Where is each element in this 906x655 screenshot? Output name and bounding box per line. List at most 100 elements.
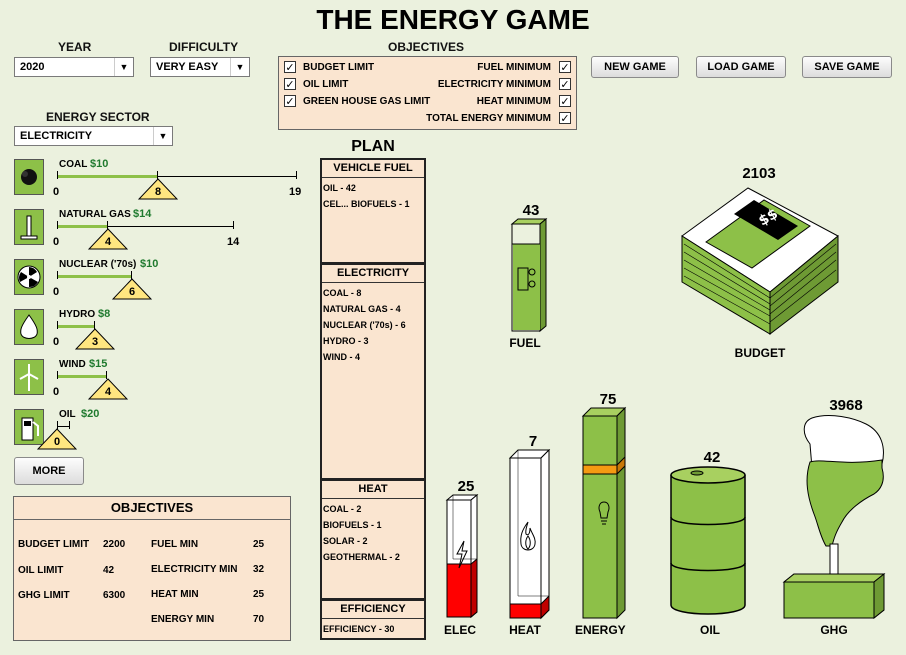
water-drop-icon [14, 309, 44, 345]
plan-item: SOLAR - 2 [323, 536, 368, 546]
electricity-min-value: 32 [253, 564, 265, 575]
oil-limit-checkbox[interactable]: ✓ [284, 78, 296, 91]
source-name: WIND [59, 359, 86, 370]
total-energy-minimum-label: TOTAL ENERGY MINIMUM [426, 113, 551, 124]
oil-barrel [670, 466, 746, 615]
heat-label: HEAT [509, 623, 541, 637]
ghg-limit-label: GREEN HOUSE GAS LIMIT [303, 96, 431, 107]
slider-tick [57, 171, 58, 179]
energy-min-value: 70 [253, 614, 265, 625]
slider-track[interactable] [57, 176, 297, 177]
source-name: NUCLEAR ('70s) [59, 259, 137, 270]
chevron-down-icon[interactable]: ▼ [114, 58, 133, 76]
budget-value: 2103 [742, 165, 776, 182]
heat-min-value: 25 [253, 589, 265, 600]
fuel-value: 43 [522, 202, 540, 219]
budget-limit-label: BUDGET LIMIT [303, 62, 375, 73]
slider-min: 0 [53, 186, 60, 198]
plan-section-electricity: ELECTRICITY COAL - 8 NATURAL GAS - 4 NUC… [320, 263, 426, 480]
source-price: $20 [81, 408, 100, 420]
fuel-pump-icon [517, 267, 536, 291]
plan-item: COAL - 2 [323, 504, 362, 514]
plan-item: COAL - 8 [323, 288, 362, 298]
plan-section-header: EFFICIENCY [322, 601, 424, 619]
slider-value: 3 [91, 336, 99, 348]
ghg-cloud [782, 415, 886, 620]
source-name: COAL [59, 159, 88, 170]
elec-meter [445, 494, 479, 619]
fuel-minimum-checkbox[interactable]: ✓ [559, 61, 571, 74]
slider-min: 0 [53, 386, 60, 398]
slider-track[interactable] [57, 226, 234, 227]
plan-item: OIL - 42 [323, 183, 356, 193]
plan-item: HYDRO - 3 [323, 336, 369, 346]
source-price: $14 [133, 208, 152, 220]
slider-fill [57, 275, 132, 278]
slider-track[interactable] [57, 426, 70, 427]
electricity-minimum-label: ELECTRICITY MINIMUM [437, 79, 551, 90]
ghg-limit-checkbox[interactable]: ✓ [284, 95, 296, 108]
slider-tick [233, 221, 234, 229]
plan-title: PLAN [351, 138, 395, 155]
new-game-button[interactable]: NEW GAME [591, 56, 679, 78]
budget-limit-value: 2200 [103, 539, 126, 550]
energy-min-label: ENERGY MIN [151, 614, 215, 625]
budget-label: BUDGET [734, 346, 786, 360]
energy-meter [581, 406, 627, 620]
oil-value: 42 [703, 449, 721, 466]
budget-limit-checkbox[interactable]: ✓ [284, 61, 296, 74]
chevron-down-icon[interactable]: ▼ [153, 127, 172, 145]
slider-handle[interactable] [138, 178, 178, 200]
total-energy-minimum-checkbox[interactable]: ✓ [559, 112, 571, 125]
difficulty-select[interactable]: VERY EASY ▼ [150, 57, 250, 77]
light-bulb-icon [598, 501, 610, 525]
slider-tick [69, 421, 70, 429]
more-button[interactable]: MORE [14, 457, 84, 485]
coal-icon [14, 159, 44, 195]
energy-label: ENERGY [575, 623, 626, 637]
fuel-min-value: 25 [253, 539, 265, 550]
plan-section-header: ELECTRICITY [322, 265, 424, 283]
slider-max: 14 [227, 236, 240, 248]
slider-handle[interactable] [75, 328, 115, 350]
load-game-button[interactable]: LOAD GAME [696, 56, 786, 78]
slider-tick [57, 421, 58, 429]
plan-section-header: VEHICLE FUEL [322, 160, 424, 178]
source-price: $10 [90, 158, 109, 170]
slider-fill [57, 375, 107, 378]
electricity-minimum-checkbox[interactable]: ✓ [559, 78, 571, 91]
slider-min: 0 [53, 336, 60, 348]
slider-handle[interactable] [88, 378, 128, 400]
energy-sector-label: ENERGY SECTOR [46, 110, 150, 124]
source-name: HYDRO [59, 309, 96, 320]
objectives-summary: OBJECTIVES BUDGET LIMIT 2200 OIL LIMIT 4… [13, 496, 291, 641]
slider-handle[interactable] [88, 228, 128, 250]
objectives-summary-title: OBJECTIVES [14, 497, 290, 520]
slider-tick [57, 271, 58, 279]
oil-label: OIL [700, 623, 720, 637]
slider-tick [57, 221, 58, 229]
slider-handle[interactable] [37, 428, 77, 450]
energy-value: 75 [599, 391, 617, 408]
save-game-button[interactable]: SAVE GAME [802, 56, 892, 78]
electricity-min-label: ELECTRICITY MIN [151, 564, 238, 575]
source-name: OIL [59, 409, 76, 420]
slider-tick [157, 171, 158, 179]
ghg-label: GHG [820, 623, 848, 637]
year-select[interactable]: 2020 ▼ [14, 57, 134, 77]
heat-value: 7 [528, 433, 538, 450]
fuel-pump-icon [14, 409, 44, 445]
source-name: NATURAL GAS [59, 209, 131, 220]
slider-min: 0 [53, 286, 60, 298]
slider-tick [106, 371, 107, 379]
plan-section-efficiency: EFFICIENCY EFFICIENCY - 30 [320, 599, 426, 640]
heat-minimum-checkbox[interactable]: ✓ [559, 95, 571, 108]
elec-label: ELEC [443, 623, 476, 637]
radiation-icon [14, 259, 44, 295]
chevron-down-icon[interactable]: ▼ [230, 58, 249, 76]
plan-item: EFFICIENCY - 30 [323, 624, 395, 634]
gas-well-icon [14, 209, 44, 245]
slider-handle[interactable] [112, 278, 152, 300]
energy-sector-select[interactable]: ELECTRICITY ▼ [14, 126, 173, 146]
money-stack-icon: $$ [681, 187, 839, 336]
